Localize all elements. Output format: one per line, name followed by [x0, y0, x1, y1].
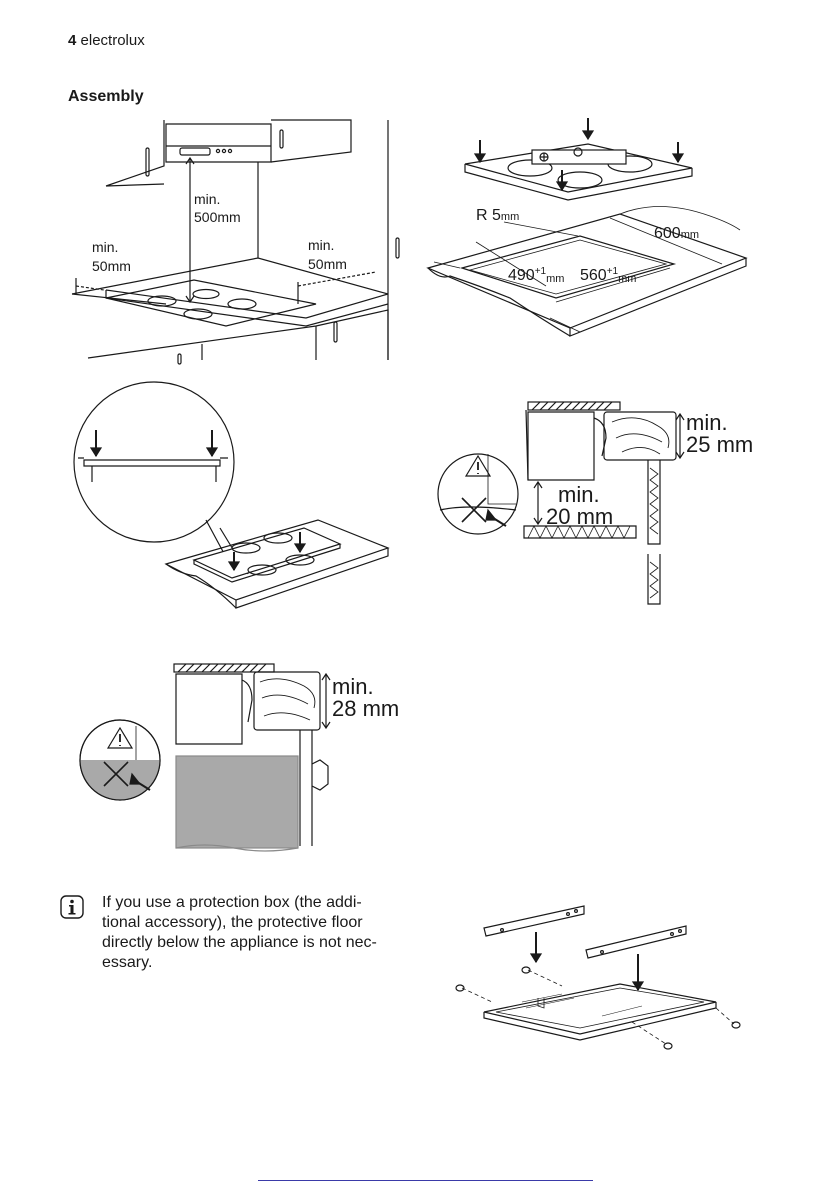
- svg-text:600mm: 600mm: [654, 225, 699, 242]
- fig1-right-min: min.: [308, 237, 334, 253]
- fig1-left-min: min.: [92, 239, 118, 255]
- figure-cutout-dimensions: R 5mm 600mm 490+1mm 560+1mm: [420, 118, 750, 346]
- fig2-depth: 600: [654, 225, 681, 242]
- info-note-line: tional accessory), the protective floor: [102, 913, 412, 933]
- brand-name: electrolux: [81, 32, 145, 49]
- svg-text:560+1mm: 560+1mm: [580, 266, 636, 285]
- svg-text:R 5mm: R 5mm: [476, 207, 519, 224]
- footer-divider: [258, 1180, 593, 1181]
- figure-clearance-28: min. 28 mm: [84, 660, 414, 856]
- fig2-cut-depth-unit: mm: [546, 273, 564, 285]
- fig1-top-value: 500mm: [194, 209, 241, 225]
- fig2-depth-unit: mm: [681, 229, 699, 241]
- fig2-cut-width-tol: +1: [607, 266, 619, 277]
- info-note-line: directly below the appliance is not nec-: [102, 933, 412, 953]
- page-number: 4: [68, 32, 76, 49]
- info-note-line: If you use a protection box (the addi-: [102, 893, 412, 913]
- info-note-text: If you use a protection box (the addi- t…: [102, 893, 412, 973]
- figure-hob-insertion: [70, 378, 400, 610]
- fig4-b-value: 20 mm: [546, 504, 613, 529]
- fig5-value: 28 mm: [332, 696, 399, 721]
- page-header: 4 electrolux: [68, 32, 145, 49]
- fig2-cut-depth-tol: +1: [535, 266, 547, 277]
- svg-text:490+1mm: 490+1mm: [508, 266, 564, 285]
- fig4-a-value: 25 mm: [686, 432, 753, 457]
- fig2-radius-unit: mm: [501, 211, 519, 223]
- figure-clearance-25-20: min. 25 mm min. 20 mm: [436, 398, 756, 608]
- fig2-cut-depth: 490: [508, 267, 535, 284]
- section-title: Assembly: [68, 88, 144, 106]
- fig2-radius: R 5: [476, 207, 501, 224]
- info-note-line: essary.: [102, 953, 412, 973]
- fig2-cut-width-unit: mm: [618, 273, 636, 285]
- info-icon: [60, 895, 84, 919]
- fig1-left-value: 50mm: [92, 258, 131, 274]
- fig1-top-min: min.: [194, 191, 220, 207]
- fig2-cut-width: 560: [580, 267, 607, 284]
- fig1-right-value: 50mm: [308, 256, 347, 272]
- figure-kitchen-clearance: min. 500mm min. 50mm min. 50mm: [66, 118, 396, 366]
- figure-protection-box: [452, 898, 752, 1058]
